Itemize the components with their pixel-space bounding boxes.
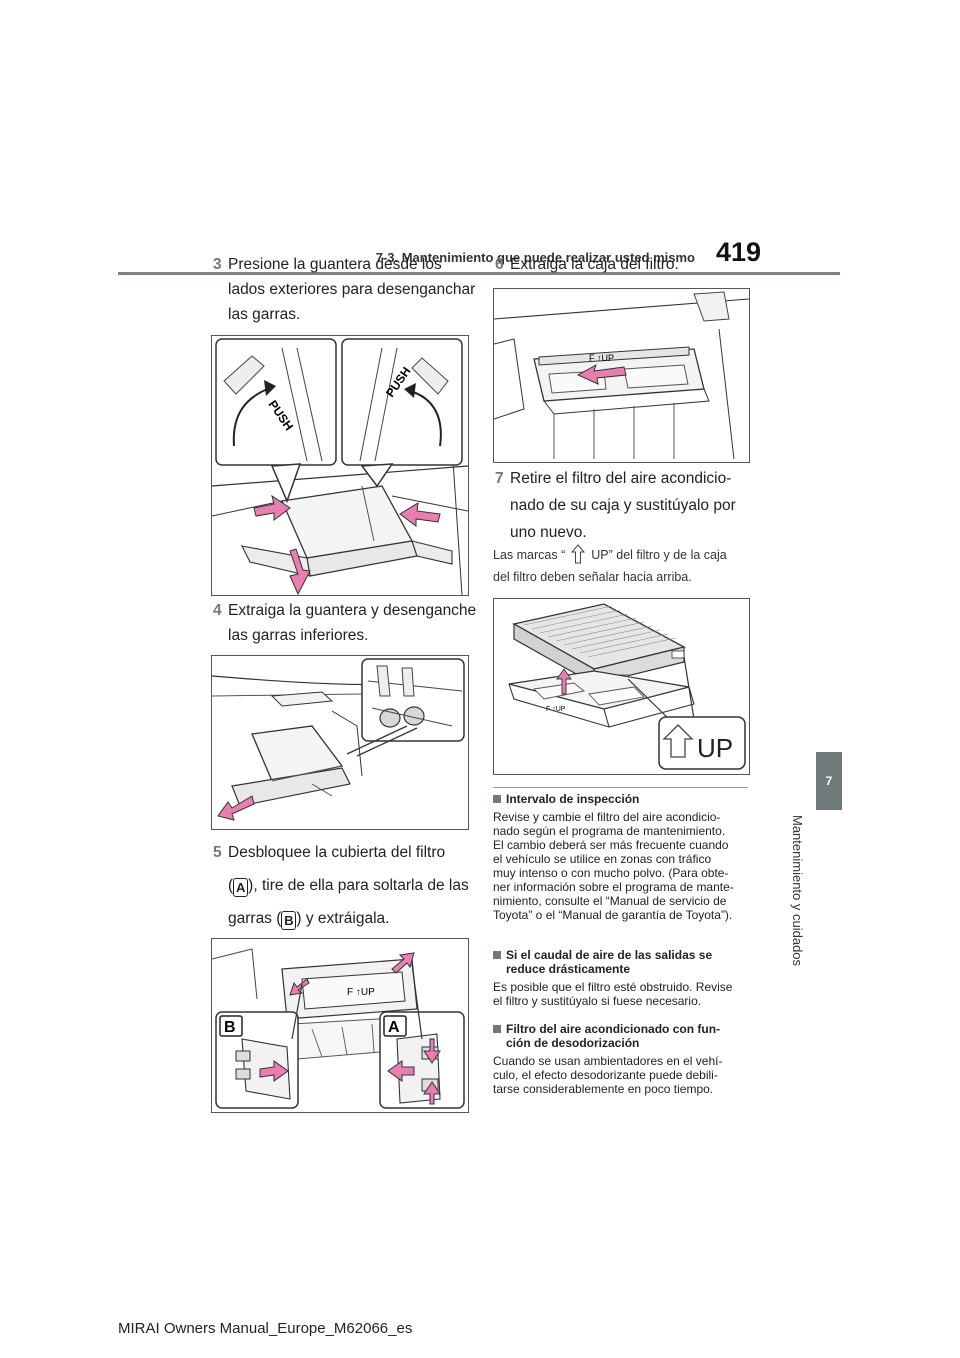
header-rule xyxy=(118,272,840,275)
figure-filter-cover: F ↑UP B A xyxy=(211,938,469,1113)
figure-filter-up-mark: F ↑UP UP xyxy=(493,598,750,775)
figure-filter-case: F ↑UP xyxy=(493,288,750,463)
svg-text:F ↑UP: F ↑UP xyxy=(347,987,375,998)
up-arrow-icon xyxy=(571,544,586,564)
section-title: 7-3. Mantenimiento que puede realizar us… xyxy=(375,250,695,265)
section-inspection-interval: Intervalo de inspección Revise y cambie … xyxy=(493,792,734,922)
svg-text:A: A xyxy=(388,1019,400,1036)
chapter-tab[interactable]: 7 xyxy=(816,752,842,810)
page-number: 419 xyxy=(716,237,762,267)
figure-glovebox-push: PUSH PUSH xyxy=(211,335,469,596)
label-b-box: B xyxy=(281,911,297,930)
footer-manual-id: MIRAI Owners Manual_Europe_M62066_es xyxy=(118,1320,413,1337)
svg-text:F ↑UP: F ↑UP xyxy=(546,706,566,713)
svg-text:B: B xyxy=(224,1019,236,1036)
figure-glovebox-removed xyxy=(211,655,469,830)
svg-text:F ↑UP: F ↑UP xyxy=(589,353,614,363)
divider xyxy=(493,787,748,788)
section-deodorizing-filter: Filtro del aire acondicionado con fun- c… xyxy=(493,1022,723,1096)
up-mark-note: Las marcas “UP” del filtro y de la caja … xyxy=(493,544,753,588)
chapter-label: Mantenimiento y cuidados xyxy=(790,815,805,967)
section-airflow-reduced: Si el caudal de aire de las salidas se r… xyxy=(493,948,733,1008)
svg-text:UP: UP xyxy=(697,733,733,763)
label-a-box: A xyxy=(233,878,249,897)
